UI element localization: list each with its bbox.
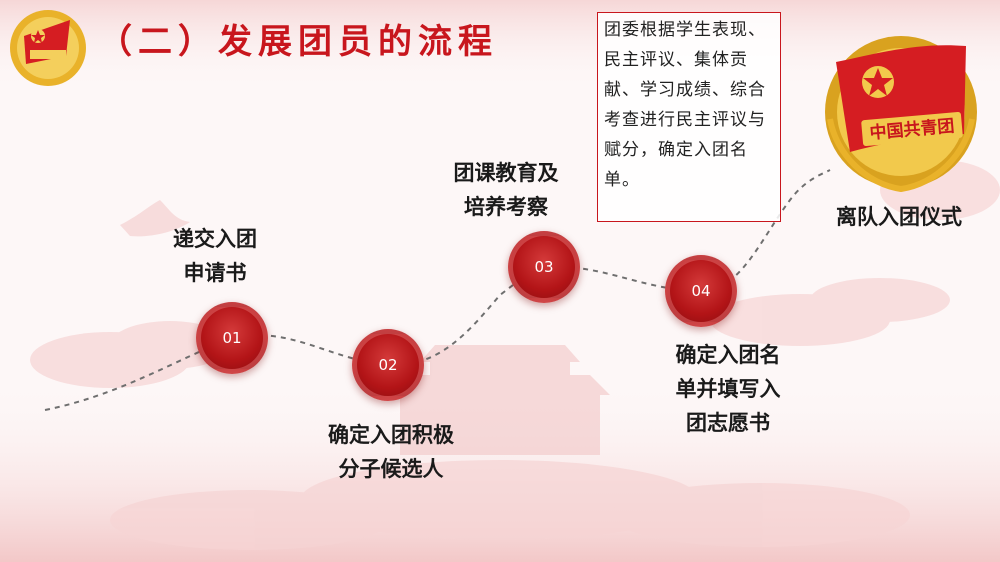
step-3-label-line2: 培养考察 xyxy=(464,195,548,219)
youth-league-badge-large: 中国共青团 xyxy=(825,36,977,193)
final-step-label: 离队入团仪式 xyxy=(836,205,962,229)
step-4-label-line1: 确定入团名 xyxy=(675,343,781,367)
step-4-label: 确定入团名 单并填写入 团志愿书 xyxy=(648,338,808,440)
step-2-node: 02 xyxy=(352,329,424,401)
step-3-label-line1: 团课教育及 xyxy=(453,161,559,185)
step-1-label-line1: 递交入团 xyxy=(173,227,257,251)
step-3-node: 03 xyxy=(508,231,580,303)
step-4-label-line3: 团志愿书 xyxy=(686,411,770,435)
page-title: （二）发展团员的流程 xyxy=(98,22,498,62)
step-2-label: 确定入团积极 分子候选人 xyxy=(296,418,486,486)
step-2-label-line1: 确定入团积极 xyxy=(328,423,454,447)
step-4-node: 04 xyxy=(665,255,737,327)
step-2-label-line2: 分子候选人 xyxy=(338,457,444,481)
step-1-label-line2: 申请书 xyxy=(183,261,247,285)
step-1-label: 递交入团 申请书 xyxy=(150,222,280,290)
youth-league-badge-small xyxy=(10,10,86,86)
note-box: 团委根据学生表现、民主评议、集体贡献、学习成绩、综合考查进行民主评议与赋分，确定… xyxy=(597,12,781,222)
step-4-label-line2: 单并填写入 xyxy=(675,377,781,401)
step-3-label: 团课教育及 培养考察 xyxy=(426,156,586,224)
step-1-node: 01 xyxy=(196,302,268,374)
